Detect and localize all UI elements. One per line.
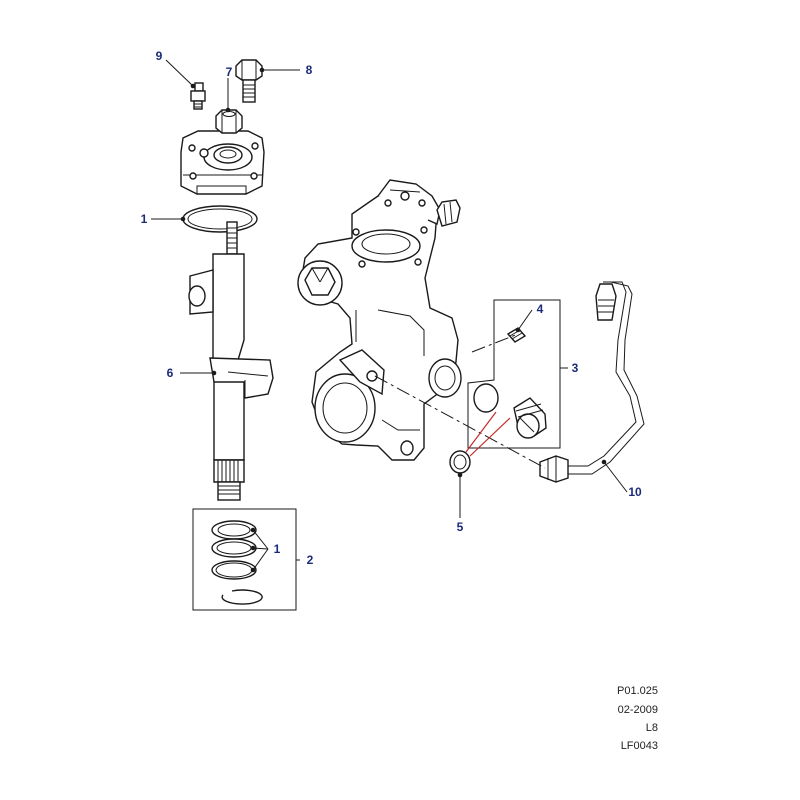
adjuster-bolt — [235, 59, 263, 103]
leader-lines — [151, 59, 628, 573]
top-cover-plate — [180, 130, 265, 195]
callout-9: 9 — [156, 49, 163, 63]
o-ring-top — [182, 205, 258, 233]
locknut — [215, 109, 243, 134]
callout-4: 4 — [537, 302, 544, 316]
highlight-line-b — [469, 417, 511, 457]
reference-code: P01.025 — [617, 685, 658, 697]
center-line-pipe — [374, 375, 546, 469]
steering-box-housing — [297, 179, 462, 461]
sealing-washer — [449, 450, 471, 474]
highlight-line-a — [465, 411, 497, 453]
feed-pipe — [539, 281, 645, 483]
callout-8: 8 — [306, 63, 313, 77]
center-line-plug — [471, 333, 519, 353]
callout-2: 2 — [307, 553, 314, 567]
callout-3: 3 — [572, 361, 579, 375]
valve-plug-box — [467, 299, 561, 449]
callout-10: 10 — [628, 485, 642, 499]
callout-6: 6 — [167, 366, 174, 380]
callout-5: 5 — [457, 520, 464, 534]
sector-shaft — [188, 221, 274, 501]
bleed-screw — [190, 82, 206, 110]
callout-7: 7 — [226, 65, 233, 79]
callout-1-o-ring: 1 — [141, 212, 148, 226]
figure-number: LF0043 — [620, 740, 658, 752]
seal-kit-box — [192, 508, 297, 611]
reference-date: 02-2009 — [617, 704, 658, 716]
callout-1-seal-kit: 1 — [274, 542, 281, 556]
reference-level: L8 — [645, 722, 658, 734]
